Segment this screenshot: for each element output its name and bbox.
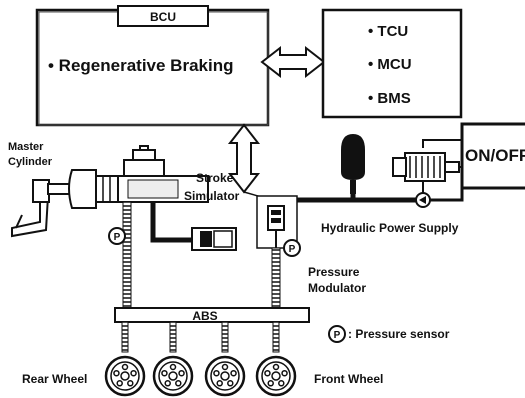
sensor-symbol: P <box>114 232 121 243</box>
front-wheel-label: Front Wheel <box>314 372 383 386</box>
pressure-sensor-icon: P <box>108 227 126 245</box>
hydraulic-power-supply-label: Hydraulic Power Supply <box>321 221 459 235</box>
mcu-label: • MCU <box>368 56 412 73</box>
bcu-controller-arrow <box>260 45 326 79</box>
pump-return-line <box>430 188 464 202</box>
pressure-sensor-icon <box>328 325 346 343</box>
motor-control-line <box>422 139 462 148</box>
wheel-icon <box>255 355 297 397</box>
pressure-sensor-legend: P : Pressure sensor <box>328 325 450 343</box>
tcu-label: • TCU <box>368 23 408 40</box>
on-off-label: ON/OFF <box>465 146 525 165</box>
pressure-modulator-label-line1: Pressure <box>308 265 360 279</box>
bcu-title-tab <box>117 5 209 27</box>
wheel-icon <box>204 355 246 397</box>
rear-wheel-label: Rear Wheel <box>22 372 87 386</box>
stroke-simulator-label-line2: Simulator <box>184 189 240 203</box>
on-off-box: ON/OFF <box>460 122 525 190</box>
abs-wheel-lines <box>121 321 280 353</box>
pressure-modulator-label-line2: Modulator <box>308 281 366 295</box>
wheel-icon <box>104 355 146 397</box>
controller-box: • TCU • MCU • BMS <box>321 8 463 119</box>
accumulator-icon <box>341 134 365 194</box>
sensor-symbol: P <box>289 244 296 255</box>
master-cylinder-label-line2: Cylinder <box>8 156 53 168</box>
bcu-modulator-arrow <box>227 123 261 194</box>
abs-block: ABS <box>114 307 310 323</box>
bcu-box: BCU • Regenerative Braking <box>35 5 270 127</box>
pressure-sensor-icon: P <box>283 239 301 257</box>
pressure-sensor-legend-label: : Pressure sensor <box>348 327 450 341</box>
motor-pump-icon <box>392 152 462 208</box>
master-cylinder-label-line1: Master <box>8 141 44 153</box>
stroke-simulator-label-line1: Stroke <box>196 171 234 185</box>
abs-label: ABS <box>192 309 217 323</box>
pressure-modulator <box>256 195 298 249</box>
regenerative-braking-label: • Regenerative Braking <box>48 56 233 75</box>
rear-brake-line <box>122 201 132 309</box>
bms-label: • BMS <box>368 90 411 107</box>
front-brake-line <box>271 247 281 309</box>
wheel-icon <box>152 355 194 397</box>
legend-sensor-symbol: P <box>334 330 341 341</box>
master-cylinder <box>11 145 209 238</box>
bcu-title: BCU <box>150 10 176 24</box>
stroke-simulator <box>150 202 237 251</box>
